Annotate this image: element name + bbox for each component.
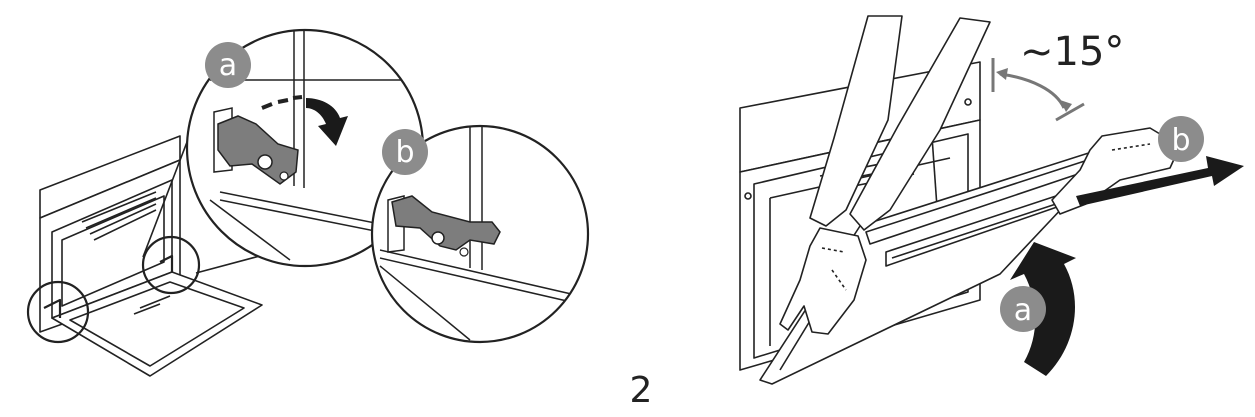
left-callout-b: b [382,129,428,175]
hinge-zoom-circle-2 [370,124,590,344]
right-callout-a: a [1000,286,1046,332]
oven-door [759,149,1099,385]
push-arrow-icon [1076,156,1244,206]
glove-hand-icon [779,15,1181,335]
rotate-arrow-icon [306,98,348,146]
left-callout-a-label: a [219,48,237,83]
right-callout-a-label: a [1014,293,1032,328]
hinge-zoom-circle-1 [185,28,425,268]
hinge-lever-open-icon [391,195,501,251]
right-hinge-highlight-circle [141,235,201,295]
right-callout-b: b [1158,116,1204,162]
hinge-lever-icon [217,115,299,185]
step-number: 2 [630,370,653,411]
left-callout-a: a [205,42,251,88]
angle-marker [991,58,1085,122]
angle-label: ~15° [1020,29,1124,75]
left-hinge-highlight-circle [26,280,90,344]
right-callout-b-label: b [1171,123,1190,158]
motion-dash-lines [261,95,303,110]
left-callout-b-label: b [395,135,414,170]
left-oven-illustration [39,135,263,377]
